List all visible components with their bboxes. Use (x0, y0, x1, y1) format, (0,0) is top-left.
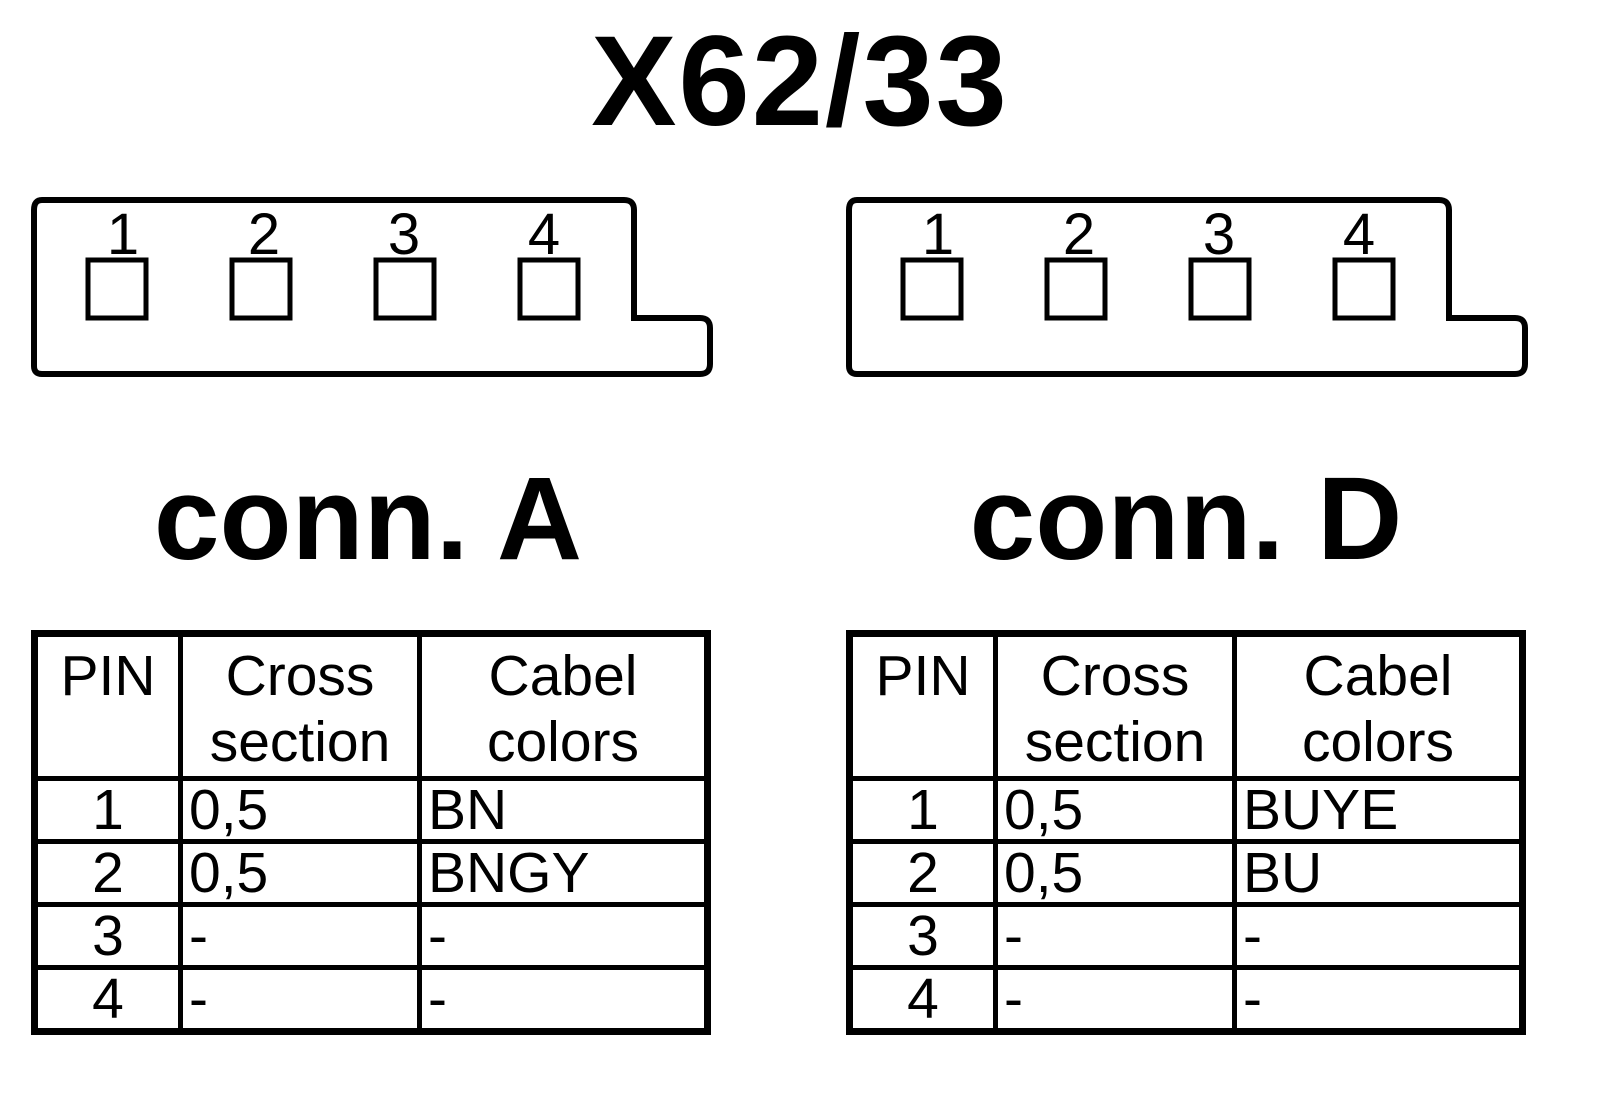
pin-number-d-3: 3 (1203, 202, 1235, 267)
table-row: 4 - - (847, 965, 1525, 1034)
pin-number-a-1: 1 (107, 202, 139, 267)
pin-cell: 2 (32, 839, 183, 907)
table-row: 1 0,5 BN (32, 776, 710, 844)
cross-section-cell: 0,5 (993, 776, 1237, 844)
pin-cell: 4 (32, 965, 183, 1034)
pin-socket-d-2 (1044, 257, 1108, 321)
pin-socket-a-4 (517, 257, 581, 321)
color-cell: - (417, 965, 710, 1034)
color-cell: - (1232, 902, 1525, 970)
pin-cell: 4 (847, 965, 998, 1034)
pin-number-d-1: 1 (922, 202, 954, 267)
pin-number-a-3: 3 (388, 202, 420, 267)
connector-d-label: conn. D (969, 453, 1403, 585)
connector-a-housing (31, 197, 713, 377)
pin-socket-a-3 (373, 257, 437, 321)
table-row: 3 - - (32, 902, 710, 970)
cross-section-cell: 0,5 (178, 839, 422, 907)
table-row: 4 - - (32, 965, 710, 1034)
pin-cell: 3 (847, 902, 998, 970)
header-pin: PIN (32, 631, 183, 781)
cross-section-cell: 0,5 (178, 776, 422, 844)
header-pin: PIN (847, 631, 998, 781)
pin-cell: 2 (847, 839, 998, 907)
table-row: 2 0,5 BU (847, 839, 1525, 907)
connector-a-label: conn. A (153, 453, 583, 585)
cross-section-cell: - (178, 965, 422, 1034)
color-cell: - (417, 902, 710, 970)
cross-section-cell: - (993, 965, 1237, 1034)
pin-socket-a-1 (85, 257, 149, 321)
pin-socket-d-1 (900, 257, 964, 321)
pin-cell: 1 (32, 776, 183, 844)
table-row: 2 0,5 BNGY (32, 839, 710, 907)
color-cell: BN (417, 776, 710, 844)
color-cell: BNGY (417, 839, 710, 907)
connector-d-outline: 1 2 3 4 (846, 197, 1528, 377)
pin-cell: 1 (847, 776, 998, 844)
diagram-title: X62/33 (591, 10, 1009, 153)
cross-section-cell: - (178, 902, 422, 970)
color-cell: - (1232, 965, 1525, 1034)
pin-number-a-2: 2 (248, 202, 280, 267)
pin-socket-d-3 (1188, 257, 1252, 321)
pin-socket-a-2 (229, 257, 293, 321)
pin-socket-d-4 (1332, 257, 1396, 321)
connector-a-outline: 1 2 3 4 (31, 197, 713, 377)
pin-number-d-2: 2 (1063, 202, 1095, 267)
cross-section-cell: 0,5 (993, 839, 1237, 907)
table-row: 1 0,5 BUYE (847, 776, 1525, 844)
pin-number-d-4: 4 (1343, 202, 1375, 267)
pin-cell: 3 (32, 902, 183, 970)
connector-d-housing (846, 197, 1528, 377)
table-row: 3 - - (847, 902, 1525, 970)
color-cell: BUYE (1232, 776, 1525, 844)
pin-number-a-4: 4 (528, 202, 560, 267)
color-cell: BU (1232, 839, 1525, 907)
cross-section-cell: - (993, 902, 1237, 970)
